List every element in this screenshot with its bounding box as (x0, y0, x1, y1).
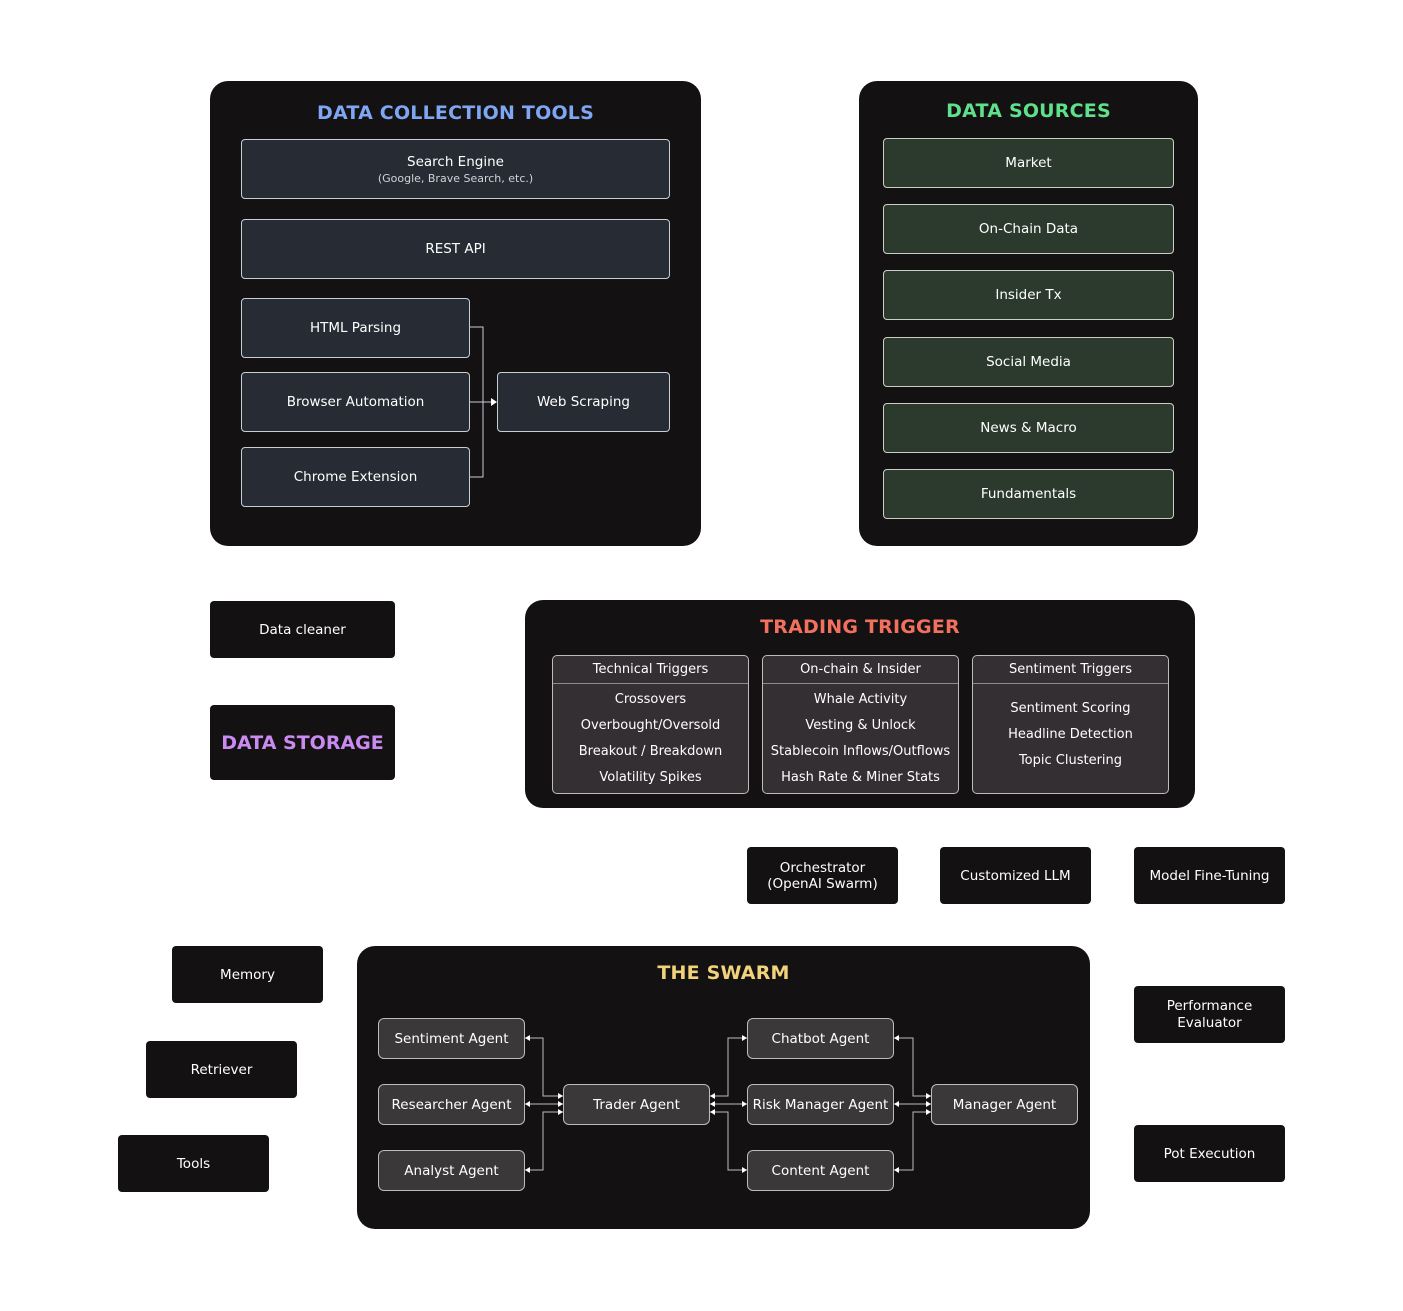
sentiment-agent-label: Sentiment Agent (394, 1030, 509, 1047)
risk-manager-agent-label: Risk Manager Agent (752, 1096, 889, 1113)
scraping-connectors (470, 326, 497, 478)
onchain-insider-column: On-chain & Insider Whale Activity Vestin… (762, 655, 959, 794)
swarm-connectors (525, 1035, 931, 1173)
performance-evaluator-label: Performance (1166, 997, 1253, 1014)
trigger-item: Stablecoin Inflows/Outflows (770, 744, 951, 759)
memory-label: Memory (220, 966, 275, 983)
trader-agent-label: Trader Agent (593, 1096, 680, 1113)
chrome-extension-box: Chrome Extension (241, 447, 470, 507)
trigger-list: Crossovers Overbought/Oversold Breakout … (553, 687, 748, 791)
trading-trigger-panel: TRADING TRIGGER Technical Triggers Cross… (525, 600, 1195, 808)
data-sources-panel: DATA SOURCES Market On-Chain Data Inside… (859, 81, 1198, 546)
swarm-title: THE SWARM (657, 962, 790, 984)
data-storage-label: DATA STORAGE (221, 731, 384, 754)
rest-api-box: REST API (241, 219, 670, 279)
model-fine-tuning-box: Model Fine-Tuning (1134, 847, 1285, 904)
customized-llm-box: Customized LLM (940, 847, 1091, 904)
performance-evaluator-sub: Evaluator (1177, 1014, 1242, 1031)
search-engine-sub: (Google, Brave Search, etc.) (377, 171, 534, 185)
column-header: Technical Triggers (553, 656, 748, 684)
data-cleaner-box: Data cleaner (210, 601, 395, 658)
technical-triggers-column: Technical Triggers Crossovers Overbought… (552, 655, 749, 794)
trigger-item: Volatility Spikes (599, 770, 702, 785)
column-header: Sentiment Triggers (973, 656, 1168, 684)
trigger-item: Topic Clustering (1018, 753, 1123, 768)
source-label: Fundamentals (980, 486, 1077, 502)
researcher-agent-box: Researcher Agent (378, 1084, 525, 1125)
data-storage-box: DATA STORAGE (210, 705, 395, 780)
source-label: On-Chain Data (978, 221, 1079, 237)
trigger-item: Crossovers (614, 692, 687, 707)
browser-automation-label: Browser Automation (286, 394, 425, 410)
trigger-item: Vesting & Unlock (805, 718, 916, 733)
source-news-macro: News & Macro (883, 403, 1174, 453)
trigger-item: Overbought/Oversold (580, 718, 721, 733)
model-fine-tuning-label: Model Fine-Tuning (1149, 867, 1270, 884)
orchestrator-sub: (OpenAI Swarm) (767, 875, 878, 892)
source-fundamentals: Fundamentals (883, 469, 1174, 519)
web-scraping-label: Web Scraping (537, 394, 630, 410)
data-collection-panel: DATA COLLECTION TOOLS Search Engine (Goo… (210, 81, 701, 546)
trigger-item: Breakout / Breakdown (578, 744, 723, 759)
tools-label: Tools (176, 1155, 211, 1172)
chrome-extension-label: Chrome Extension (293, 469, 418, 485)
analyst-agent-label: Analyst Agent (404, 1162, 499, 1179)
web-scraping-box: Web Scraping (497, 372, 670, 432)
trigger-list: Whale Activity Vesting & Unlock Stableco… (763, 687, 958, 791)
source-social-media: Social Media (883, 337, 1174, 387)
pot-execution-box: Pot Execution (1134, 1125, 1285, 1182)
chatbot-agent-label: Chatbot Agent (771, 1030, 870, 1047)
memory-box: Memory (172, 946, 323, 1003)
manager-agent-label: Manager Agent (952, 1096, 1057, 1113)
html-parsing-label: HTML Parsing (309, 320, 402, 336)
trigger-list: Sentiment Scoring Headline Detection Top… (973, 696, 1168, 774)
analyst-agent-box: Analyst Agent (378, 1150, 525, 1191)
rest-api-label: REST API (425, 241, 486, 257)
retriever-label: Retriever (190, 1061, 253, 1078)
manager-agent-box: Manager Agent (931, 1084, 1078, 1125)
content-agent-label: Content Agent (771, 1162, 870, 1179)
retriever-box: Retriever (146, 1041, 297, 1098)
performance-evaluator-box: Performance Evaluator (1134, 986, 1285, 1043)
tools-box: Tools (118, 1135, 269, 1192)
orchestrator-label: Orchestrator (779, 859, 866, 876)
arrowhead-icons (525, 1035, 931, 1173)
trader-agent-box: Trader Agent (563, 1084, 710, 1125)
sentiment-triggers-column: Sentiment Triggers Sentiment Scoring Hea… (972, 655, 1169, 794)
source-market: Market (883, 138, 1174, 188)
trigger-item: Whale Activity (813, 692, 908, 707)
search-engine-box: Search Engine (Google, Brave Search, etc… (241, 139, 670, 199)
arrow-right-icon (491, 398, 497, 406)
customized-llm-label: Customized LLM (960, 867, 1071, 884)
source-label: Market (1005, 155, 1052, 171)
researcher-agent-label: Researcher Agent (391, 1096, 512, 1113)
trading-trigger-title: TRADING TRIGGER (760, 616, 960, 638)
browser-automation-box: Browser Automation (241, 372, 470, 432)
trigger-item: Sentiment Scoring (1010, 701, 1131, 716)
source-label: News & Macro (980, 420, 1077, 436)
chatbot-agent-box: Chatbot Agent (747, 1018, 894, 1059)
pot-execution-label: Pot Execution (1163, 1145, 1256, 1162)
data-collection-title: DATA COLLECTION TOOLS (317, 102, 594, 124)
html-parsing-box: HTML Parsing (241, 298, 470, 358)
trigger-item: Hash Rate & Miner Stats (781, 770, 940, 785)
swarm-panel: THE SWARM (357, 946, 1090, 1229)
search-engine-label: Search Engine (407, 153, 504, 170)
column-header: On-chain & Insider (763, 656, 958, 684)
data-sources-title: DATA SOURCES (946, 100, 1111, 122)
data-cleaner-label: Data cleaner (259, 621, 346, 638)
source-label: Social Media (986, 354, 1071, 370)
source-on-chain: On-Chain Data (883, 204, 1174, 254)
source-insider-tx: Insider Tx (883, 270, 1174, 320)
source-label: Insider Tx (995, 287, 1062, 303)
content-agent-box: Content Agent (747, 1150, 894, 1191)
risk-manager-agent-box: Risk Manager Agent (747, 1084, 894, 1125)
orchestrator-box: Orchestrator (OpenAI Swarm) (747, 847, 898, 904)
sentiment-agent-box: Sentiment Agent (378, 1018, 525, 1059)
trigger-item: Headline Detection (1008, 727, 1133, 742)
